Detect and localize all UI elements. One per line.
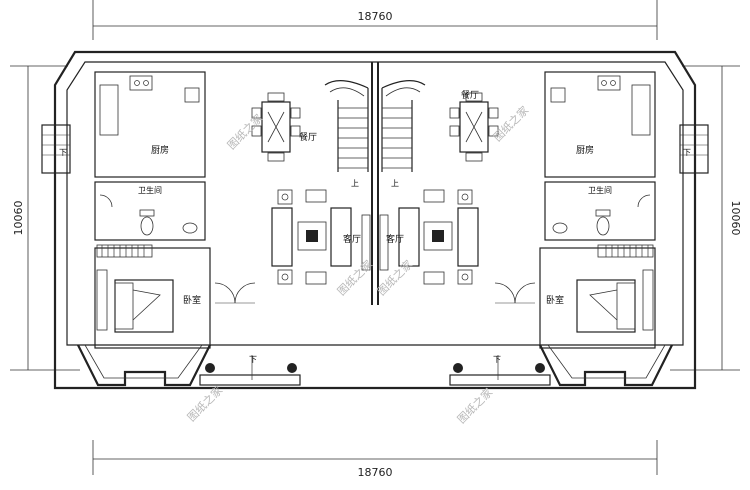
right-entry-down-label: 下 xyxy=(493,355,501,364)
left-bedroom-label: 卧室 xyxy=(183,294,201,306)
left-living-label: 客厅 xyxy=(343,233,361,245)
bottom-width-dimension: 18760 xyxy=(358,466,393,479)
left-bathroom-label: 卫生间 xyxy=(138,185,162,195)
right-bedroom-label: 卧室 xyxy=(546,294,564,306)
watermark: 图纸之家 xyxy=(224,111,265,152)
dimension-lines xyxy=(10,0,740,475)
party-wall xyxy=(371,62,379,305)
left-unit xyxy=(41,71,371,387)
top-width-dimension: 18760 xyxy=(358,10,393,23)
watermark: 图纸之家 xyxy=(454,385,495,426)
left-dining-label: 餐厅 xyxy=(299,131,317,143)
left-depth-dimension: 10060 xyxy=(12,201,25,236)
left-kitchen-label: 厨房 xyxy=(151,144,169,156)
right-bathroom-label: 卫生间 xyxy=(588,185,612,195)
watermark: 图纸之家 xyxy=(334,257,375,298)
right-side-down-label: 下 xyxy=(683,148,691,157)
right-stair-up-label: 上 xyxy=(391,179,399,188)
watermark: 图纸之家 xyxy=(184,383,225,424)
left-entry-down-label: 下 xyxy=(249,355,257,364)
left-side-down-label: 下 xyxy=(59,148,67,157)
watermark: 图纸之家 xyxy=(490,103,531,144)
left-stair-up-label: 上 xyxy=(351,179,359,188)
right-depth-dimension: 10060 xyxy=(729,201,742,236)
right-unit xyxy=(379,71,709,387)
right-dining-label: 餐厅 xyxy=(461,89,479,101)
outer-walls xyxy=(53,50,697,390)
right-living-label: 客厅 xyxy=(386,233,404,245)
right-kitchen-label: 厨房 xyxy=(576,144,594,156)
